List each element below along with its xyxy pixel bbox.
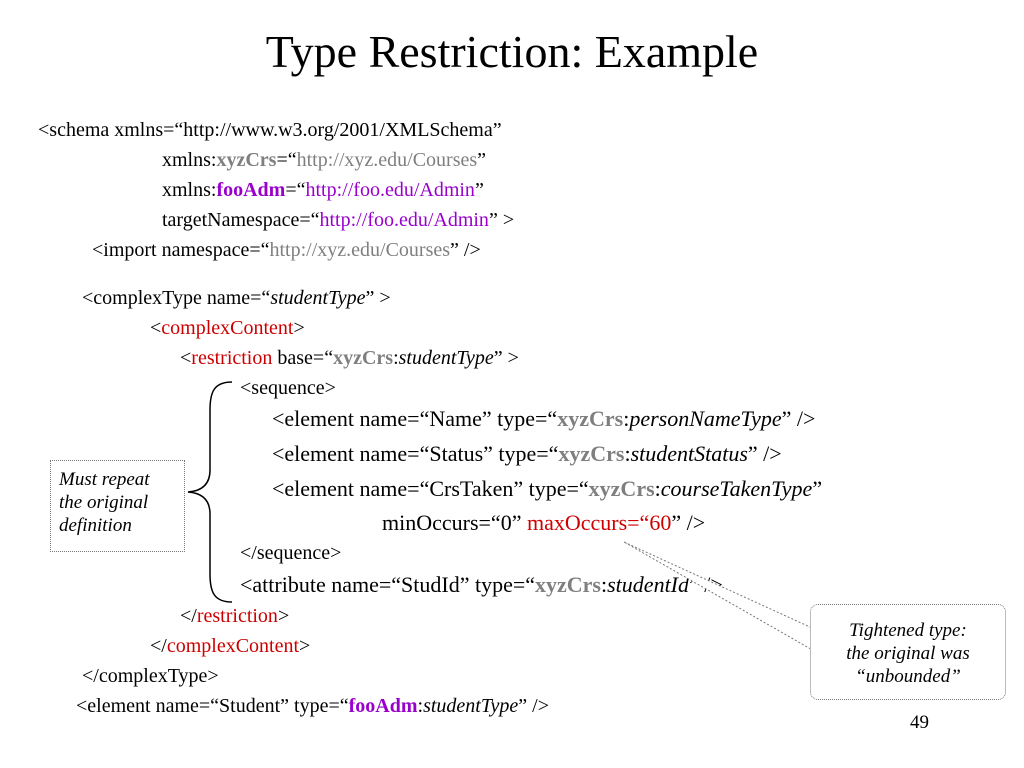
code-line-sequence-close: </sequence> [240,542,342,564]
code-line-complexcontent-open: <complexContent> [150,317,305,339]
code-line-complextype-open: <complexType name=“studentType” > [82,287,391,309]
note-must-repeat: Must repeat the original definition [50,460,185,552]
code-line-target-namespace: targetNamespace=“http://foo.edu/Admin” > [162,209,515,231]
code-line-element-student: <element name=“Student” type=“fooAdm:stu… [76,695,549,717]
slide-title: Type Restriction: Example [265,26,759,77]
callout-pointer [623,541,835,653]
code-line-complextype-close: </complexType> [82,665,219,687]
code-line-xmlns-fooadm: xmlns:fooAdm=“http://foo.edu/Admin” [162,179,484,201]
code-line-xmlns-xyzcrs: xmlns:xyzCrs=“http://xyz.edu/Courses” [162,149,487,171]
code-line-import: <import namespace=“http://xyz.edu/Course… [92,239,481,261]
code-line-restriction-open: <restriction base=“xyzCrs:studentType” > [180,347,519,369]
page-number: 49 [910,712,929,733]
code-line-element-crstaken: <element name=“CrsTaken” type=“xyzCrs:co… [272,476,823,501]
code-line-occurs: minOccurs=“0” maxOccurs=“60” /> [382,510,706,535]
code-line-element-name: <element name=“Name” type=“xyzCrs:person… [272,406,816,431]
code-line-element-status: <element name=“Status” type=“xyzCrs:stud… [272,441,782,466]
code-line-schema: <schema xmlns=“http://www.w3.org/2001/XM… [38,119,502,141]
code-line-restriction-close: </restriction> [180,605,290,627]
code-line-attribute: <attribute name=“StudId” type=“xyzCrs:st… [240,572,723,597]
curly-brace [187,381,233,603]
note-tightened-type: Tightened type: the original was “unboun… [810,604,1006,700]
code-line-sequence-open: <sequence> [240,377,336,399]
code-line-complexcontent-close: </complexContent> [150,635,311,657]
